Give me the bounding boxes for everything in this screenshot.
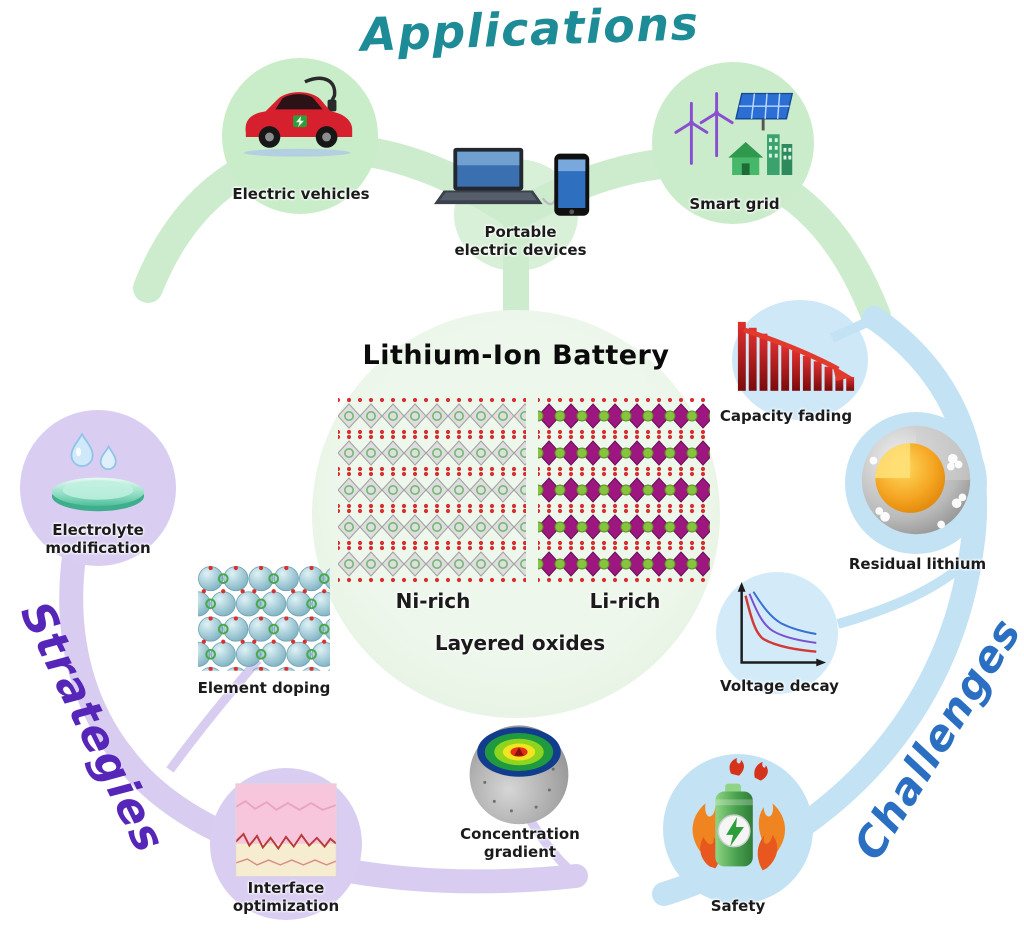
wind-solar-buildings-icon — [672, 80, 800, 189]
burning-battery-icon — [670, 756, 808, 894]
element-doping-label: Element doping — [197, 679, 331, 697]
laptop-smartphone-icon — [432, 142, 597, 224]
li-rich-structure — [538, 398, 710, 586]
declining-red-bars-icon — [732, 314, 862, 397]
electric-car-icon — [236, 72, 364, 161]
interface-optimization-label: Interface optimization — [232, 879, 340, 915]
smart-grid-label: Smart grid — [689, 195, 780, 213]
center-title: Lithium-Ion Battery — [362, 340, 670, 371]
li-rich-label: Li-rich — [589, 589, 661, 613]
ni-rich-structure — [338, 398, 526, 586]
electrolyte-modification-label: Electrolyte modification — [45, 521, 151, 557]
voltage-decay-label: Voltage decay — [720, 677, 839, 695]
gradient-particle-icon — [462, 714, 576, 828]
concentration-gradient-label: Concentration gradient — [460, 825, 580, 861]
layered-oxides-caption: Layered oxides — [434, 631, 606, 655]
portable-devices-label: Portable electric devices — [454, 223, 587, 259]
interface-layers-icon — [230, 778, 342, 882]
capacity-fading-label: Capacity fading — [719, 407, 853, 425]
lithium-coated-particle-icon — [856, 420, 976, 540]
discharge-curves-icon — [722, 580, 832, 682]
residual-lithium-label: Residual lithium — [848, 555, 987, 573]
electric-vehicles-label: Electric vehicles — [232, 185, 370, 203]
ni-rich-label: Ni-rich — [395, 589, 471, 613]
doped-lattice-icon — [198, 566, 330, 671]
electrolyte-droplets-icon — [36, 420, 160, 523]
safety-label: Safety — [710, 897, 766, 915]
smart-grid-bubble — [652, 62, 814, 224]
